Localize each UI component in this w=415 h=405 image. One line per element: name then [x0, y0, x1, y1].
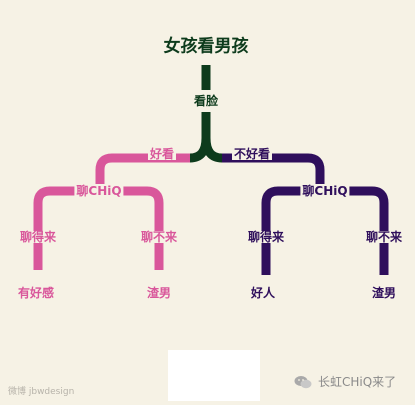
white-panel: [168, 350, 260, 401]
right-left-result-label: 好人: [248, 286, 278, 300]
left-right-option-label: 聊不来: [138, 230, 180, 244]
right-right-result-label: 渣男: [369, 286, 399, 300]
watermark-right: 长虹CHiQ来了: [294, 373, 396, 390]
left-decision-label: 聊CHiQ: [74, 184, 124, 198]
wechat-icon: [294, 375, 312, 388]
trunk-split: [189, 137, 223, 163]
decision-label: 看脸: [191, 94, 221, 108]
watermark-right-text: 长虹CHiQ来了: [318, 375, 397, 389]
left-branch-label: 好看: [147, 147, 177, 161]
watermark-left: 微博 jbwdesign: [8, 387, 75, 397]
right-decision-label: 聊CHiQ: [300, 184, 350, 198]
root-node-label: 女孩看男孩: [161, 36, 251, 57]
right-right-option-label: 聊不来: [363, 230, 405, 244]
purple-branch-connector: [222, 153, 325, 184]
right-left-option-label: 聊得来: [245, 230, 287, 244]
left-right-result-label: 渣男: [144, 286, 174, 300]
pink-branch-connector: [95, 153, 190, 184]
left-left-result-label: 有好感: [15, 286, 57, 300]
left-left-option-label: 聊得来: [17, 230, 59, 244]
right-branch-label: 不好看: [231, 147, 273, 161]
